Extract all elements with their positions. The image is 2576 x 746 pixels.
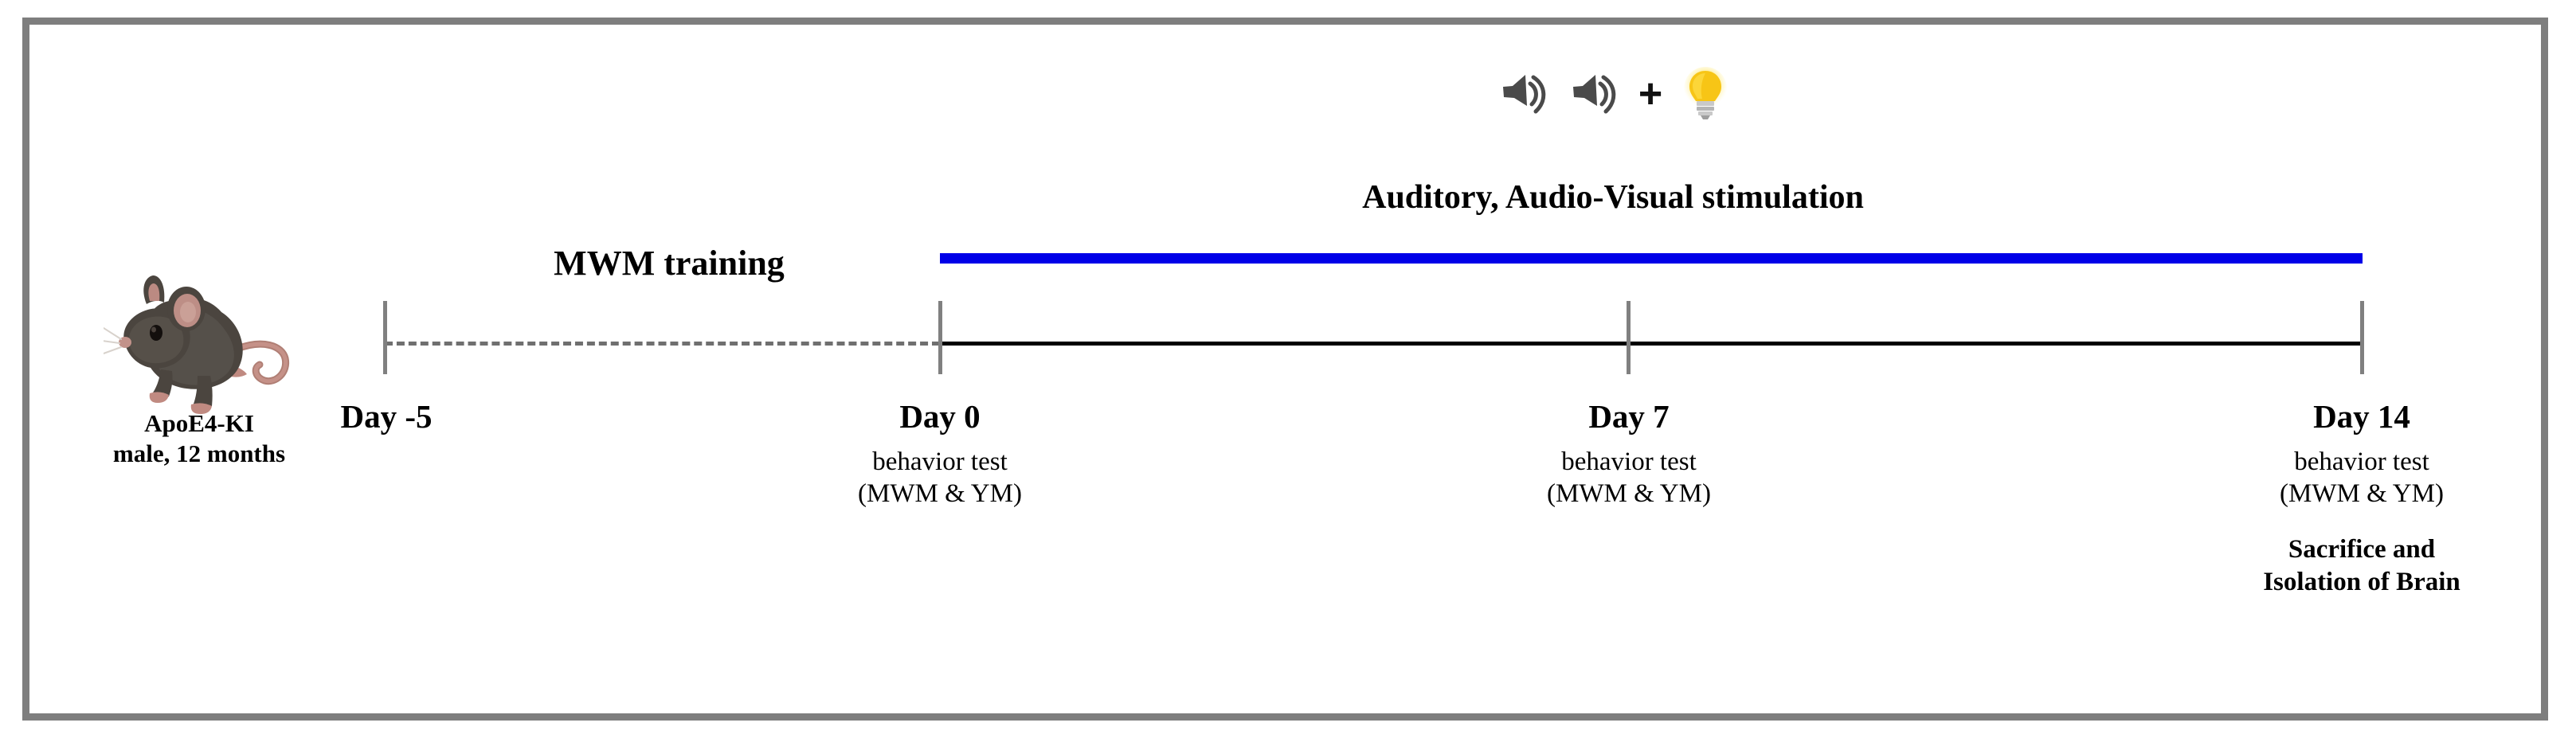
timepoint-subtitle-line1: behavior test [2294,447,2429,477]
tick-day-14 [2360,301,2364,374]
stimulation-title: Auditory, Audio-Visual stimulation [1362,179,1864,216]
timepoint-subtitle-line2: (MWM & YM) [858,478,1022,508]
timepoint-subtitle-line1: behavior test [872,447,1008,477]
stimulation-icon-group: + [1426,62,1800,126]
timepoint-title: Day 7 [1588,398,1670,435]
mwm-training-label: MWM training [554,244,785,283]
figure-border-frame [22,18,2548,721]
timepoint-day-minus-5: Day -5 [255,398,518,435]
timepoint-subtitle-line1: behavior test [1561,447,1697,477]
timepoint-title: Day 14 [2313,398,2410,435]
subject-genotype: ApoE4-KI [144,409,254,437]
timepoint-subtitle-line2: (MWM & YM) [2280,478,2444,508]
timepoint-title: Day 0 [899,398,981,435]
plus-symbol: + [1638,71,1663,117]
training-dashed-axis [385,342,940,346]
mouse-illustration-icon [104,263,295,422]
endpoint-note-line1: Sacrifice and [2288,535,2436,564]
tick-day-0 [938,301,942,374]
tick-day-7 [1627,301,1631,374]
timepoint-subtitle-line2: (MWM & YM) [1547,478,1711,508]
subject-caption: ApoE4-KI male, 12 months [32,408,366,469]
speaker-icon [1568,71,1618,117]
tick-day-minus-5 [383,301,387,374]
timepoint-day-0: Day 0 behavior test (MWM & YM) [765,398,1115,510]
light-bulb-icon [1683,66,1728,122]
timepoint-day-7: Day 7 behavior test (MWM & YM) [1458,398,1800,510]
timepoint-title: Day -5 [340,398,433,435]
timeline-solid-axis [940,342,2363,346]
endpoint-note-line2: Isolation of Brain [2263,567,2461,596]
subject-details: male, 12 months [112,439,286,467]
speaker-icon [1498,71,1548,117]
stimulation-period-bar [940,253,2363,264]
timepoint-day-14: Day 14 behavior test (MWM & YM) Sacrific… [2186,398,2537,598]
